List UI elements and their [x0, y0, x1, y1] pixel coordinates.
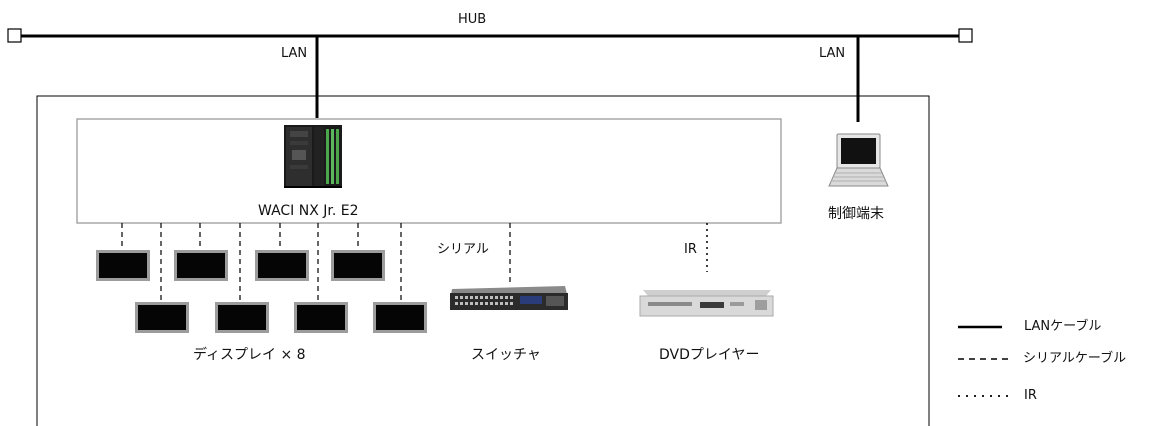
controller-device-icon: [284, 125, 342, 188]
display-monitor-icon: [96, 250, 150, 281]
display-monitor-icon: [294, 302, 348, 333]
ir-label: IR: [684, 242, 697, 257]
switcher-label: スイッチャ: [471, 347, 541, 363]
dvd-label: DVDプレイヤー: [659, 347, 760, 363]
display-monitor-icon: [174, 250, 228, 281]
display-monitor-icon: [255, 250, 309, 281]
hub-label: HUB: [458, 12, 487, 27]
display-monitor-icon: [215, 302, 269, 333]
legend-label-serial-cable: シリアルケーブル: [1023, 351, 1127, 366]
terminal-label: 制御端末: [828, 206, 884, 222]
controller-box: [76, 118, 782, 224]
display-monitor-icon: [331, 250, 385, 281]
display-monitor-icon: [135, 302, 189, 333]
lan-label-right: LAN: [819, 46, 846, 61]
hub-end-right: [958, 28, 973, 43]
legend-label-lan-cable: LANケーブル: [1024, 319, 1102, 334]
display-serial-cables: [121, 223, 402, 302]
serial-label: シリアル: [437, 242, 489, 257]
lan-label-left: LAN: [281, 46, 308, 61]
site-area-frame: [36, 95, 930, 426]
controller-label: WACI NX Jr. E2: [258, 203, 359, 219]
laptop-icon: [828, 133, 889, 187]
displays-label: ディスプレイ × 8: [193, 347, 306, 363]
hub-end-left: [7, 28, 22, 43]
display-monitor-icon: [373, 302, 427, 333]
legend-label-ir: IR: [1024, 388, 1037, 403]
dvd-player-icon: [639, 290, 774, 317]
video-switcher-icon: [450, 286, 568, 310]
